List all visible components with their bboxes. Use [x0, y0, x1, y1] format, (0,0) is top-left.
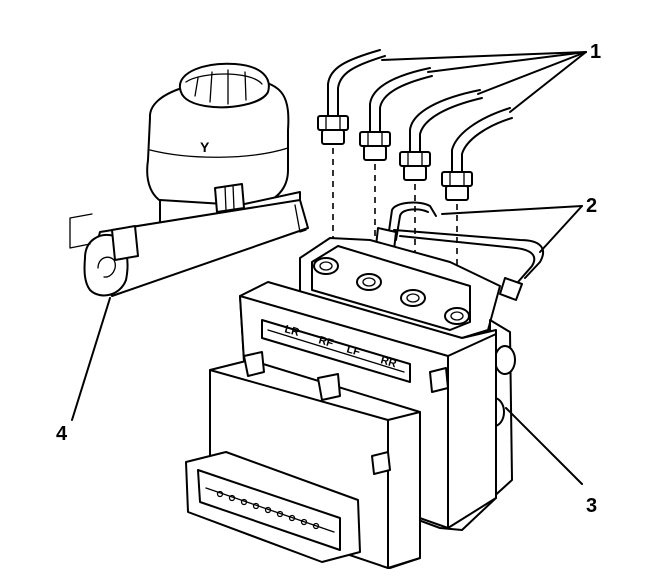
abs-modulator	[185, 237, 516, 569]
callout-4: 4	[56, 423, 68, 445]
port-label: LR	[283, 323, 300, 339]
master-cylinder: Y	[69, 62, 309, 297]
svg-text:Y: Y	[200, 139, 210, 155]
master-cylinder-pipes	[375, 201, 545, 301]
port-label: RF	[317, 334, 335, 350]
callout-2: 2	[586, 195, 597, 217]
port-label: LF	[345, 343, 361, 358]
port-label: RR	[379, 354, 398, 370]
leader-lines	[71, 51, 587, 485]
brake-pipe-fittings	[317, 49, 513, 312]
callout-3: 3	[586, 495, 597, 517]
callout-1: 1	[590, 41, 601, 63]
